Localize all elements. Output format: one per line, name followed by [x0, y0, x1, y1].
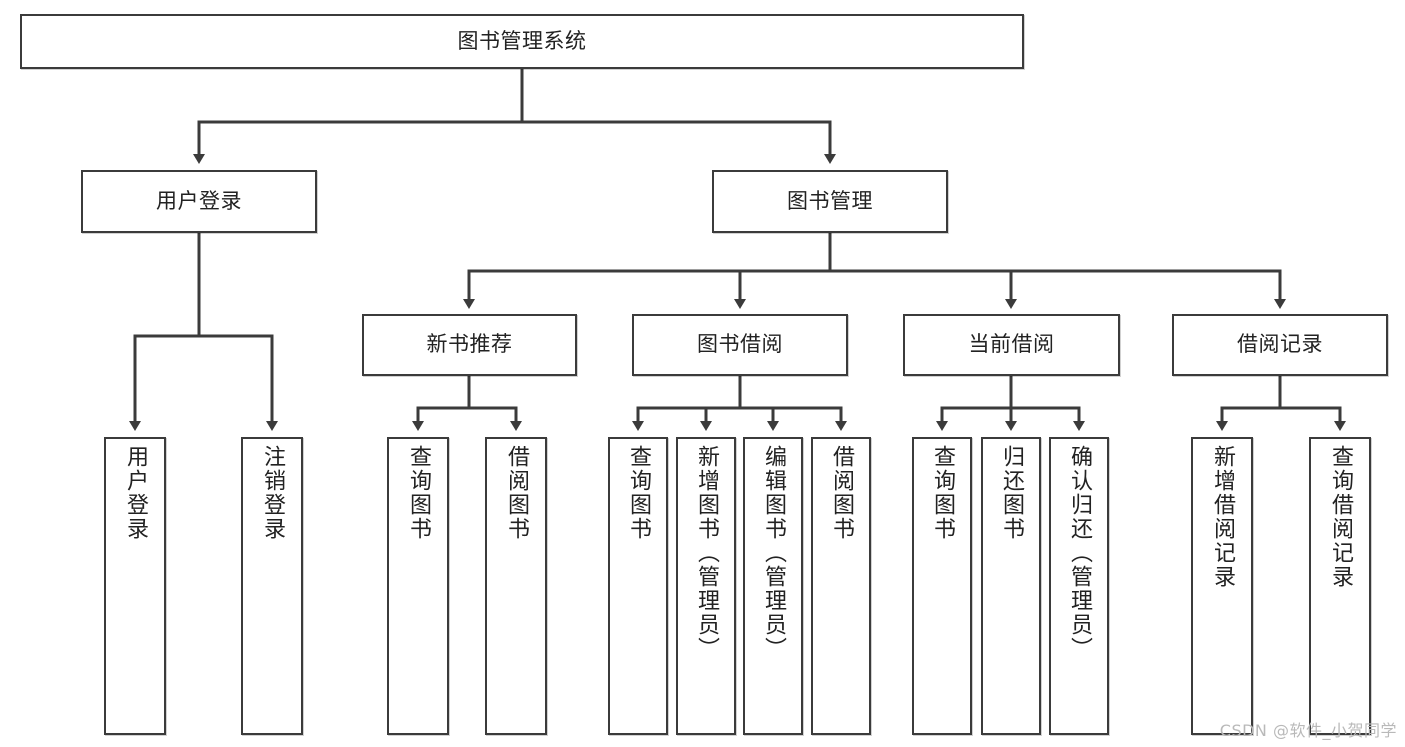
node-label: 新增借阅记录 [1209, 445, 1235, 589]
leaf-borrowrecord-query-record[interactable]: 查询借阅记录 [1309, 437, 1371, 735]
node-book-borrow[interactable]: 图书借阅 [632, 314, 848, 376]
node-book-management[interactable]: 图书管理 [712, 170, 948, 233]
node-label: 新书推荐 [426, 332, 513, 357]
leaf-bookborrow-borrow-book[interactable]: 借阅图书 [811, 437, 871, 735]
leaf-currentborrow-confirm-return[interactable]: 确认归还（管理员） [1049, 437, 1109, 735]
node-current-borrow[interactable]: 当前借阅 [903, 314, 1120, 376]
node-root-system[interactable]: 图书管理系统 [20, 14, 1024, 69]
node-label: 借阅图书 [503, 445, 529, 541]
node-label: 编辑图书（管理员） [760, 445, 786, 661]
node-label: 图书管理 [787, 188, 873, 213]
node-label: 确认归还（管理员） [1066, 445, 1092, 661]
node-label: 用户登录 [156, 188, 242, 213]
node-label: 新增图书（管理员） [693, 445, 719, 661]
node-label: 当前借阅 [968, 332, 1055, 357]
leaf-user-login[interactable]: 用户登录 [104, 437, 166, 735]
node-label: 归还图书 [998, 445, 1024, 541]
node-label: 注销登录 [259, 445, 285, 541]
node-user-login[interactable]: 用户登录 [81, 170, 317, 233]
node-label: 用户登录 [122, 445, 148, 541]
node-label: 图书管理系统 [457, 28, 587, 53]
node-new-book-recommend[interactable]: 新书推荐 [362, 314, 577, 376]
leaf-currentborrow-query-book[interactable]: 查询图书 [912, 437, 972, 735]
leaf-newbook-query-book[interactable]: 查询图书 [387, 437, 449, 735]
leaf-bookborrow-add-book[interactable]: 新增图书（管理员） [676, 437, 736, 735]
node-label: 查询图书 [405, 445, 431, 541]
leaf-newbook-borrow-book[interactable]: 借阅图书 [485, 437, 547, 735]
leaf-bookborrow-edit-book[interactable]: 编辑图书（管理员） [743, 437, 803, 735]
node-label: 查询图书 [929, 445, 955, 541]
node-label: 借阅图书 [828, 445, 854, 541]
leaf-logout[interactable]: 注销登录 [241, 437, 303, 735]
node-label: 查询图书 [625, 445, 651, 541]
node-label: 图书借阅 [697, 332, 783, 357]
node-label: 借阅记录 [1237, 332, 1323, 357]
node-borrow-record[interactable]: 借阅记录 [1172, 314, 1388, 376]
leaf-bookborrow-query-book[interactable]: 查询图书 [608, 437, 668, 735]
leaf-borrowrecord-add-record[interactable]: 新增借阅记录 [1191, 437, 1253, 735]
leaf-currentborrow-return-book[interactable]: 归还图书 [981, 437, 1041, 735]
node-label: 查询借阅记录 [1327, 445, 1353, 589]
